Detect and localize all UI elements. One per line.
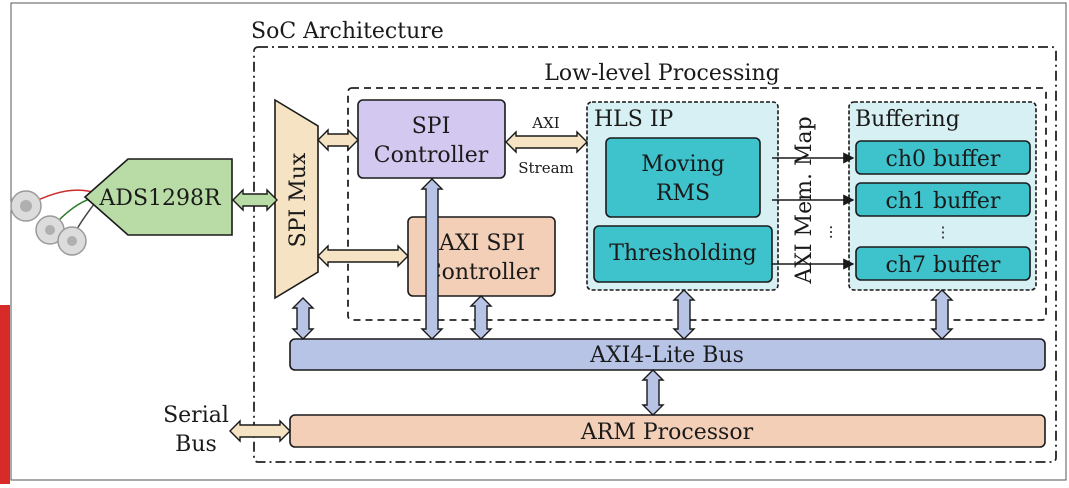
axi4-lite-bus-label: AXI4-Lite Bus (589, 343, 744, 368)
buffer-vdots: ⋮ (936, 223, 951, 241)
mem-map-arrows (772, 152, 855, 270)
ch7-buffer-block (855, 246, 1031, 281)
arrow-serial-arm (229, 419, 291, 443)
ch1-buffer-label: ch1 buffer (886, 189, 1001, 214)
spi-controller-line2: Controller (374, 143, 489, 168)
spi-controller-block (357, 99, 506, 179)
ch7-buffer-label: ch7 buffer (886, 253, 1001, 278)
arrow-bus-arm (641, 369, 665, 416)
arrow-mux-spi (317, 128, 359, 152)
moving-rms-block (605, 137, 761, 218)
arrow-ads-mux (232, 188, 278, 212)
moving-rms-line1: Moving (641, 152, 725, 177)
ch0-buffer-block (855, 140, 1031, 175)
red-edge-accent (0, 305, 10, 484)
arrow-mux-axispi (317, 244, 409, 268)
arm-processor-label: ARM Processor (580, 420, 754, 445)
arrow-spi-bus (420, 178, 444, 340)
soc-boundary (253, 46, 1057, 463)
arrow-axispi-bus (469, 295, 493, 340)
arrow-hls-bus (672, 289, 696, 340)
moving-rms-line2: RMS (656, 181, 710, 206)
serial-bus-line2: Bus (175, 432, 217, 457)
connection-arrows (229, 128, 954, 443)
axi-spi-controller-line2: Controller (425, 260, 540, 285)
arrow-buffering-bus (930, 289, 954, 340)
ads1298r-label: ADS1298R (98, 186, 222, 211)
spi-mux-label: SPI Mux (286, 152, 311, 247)
arrow-mux-bus (291, 297, 315, 340)
thresholding-label: Thresholding (609, 241, 757, 266)
ch1-buffer-block (855, 182, 1031, 217)
serial-bus-line1: Serial (163, 403, 229, 428)
thresholding-block (593, 225, 773, 283)
spi-controller-line1: SPI (412, 114, 451, 139)
axi-spi-controller-line1: AXI SPI (438, 231, 525, 256)
arrow-axi-stream (505, 130, 588, 154)
low-level-boundary (347, 87, 1047, 321)
electrodes-icon (10, 189, 95, 256)
figure-frame (10, 2, 1067, 481)
axi-stream-line1: AXI (531, 114, 560, 132)
axi-stream-line2: Stream (518, 159, 574, 177)
axi4-lite-bus (289, 338, 1046, 371)
low-level-title: Low-level Processing (544, 61, 779, 86)
buffering-title: Buffering (855, 107, 960, 132)
soc-title: SoC Architecture (251, 19, 444, 44)
axi-mem-map-dots: ... (818, 225, 836, 239)
ch0-buffer-label: ch0 buffer (886, 147, 1001, 172)
spi-mux-block (274, 98, 319, 300)
hls-ip-title: HLS IP (594, 107, 674, 132)
ads1298r-block (83, 158, 233, 236)
